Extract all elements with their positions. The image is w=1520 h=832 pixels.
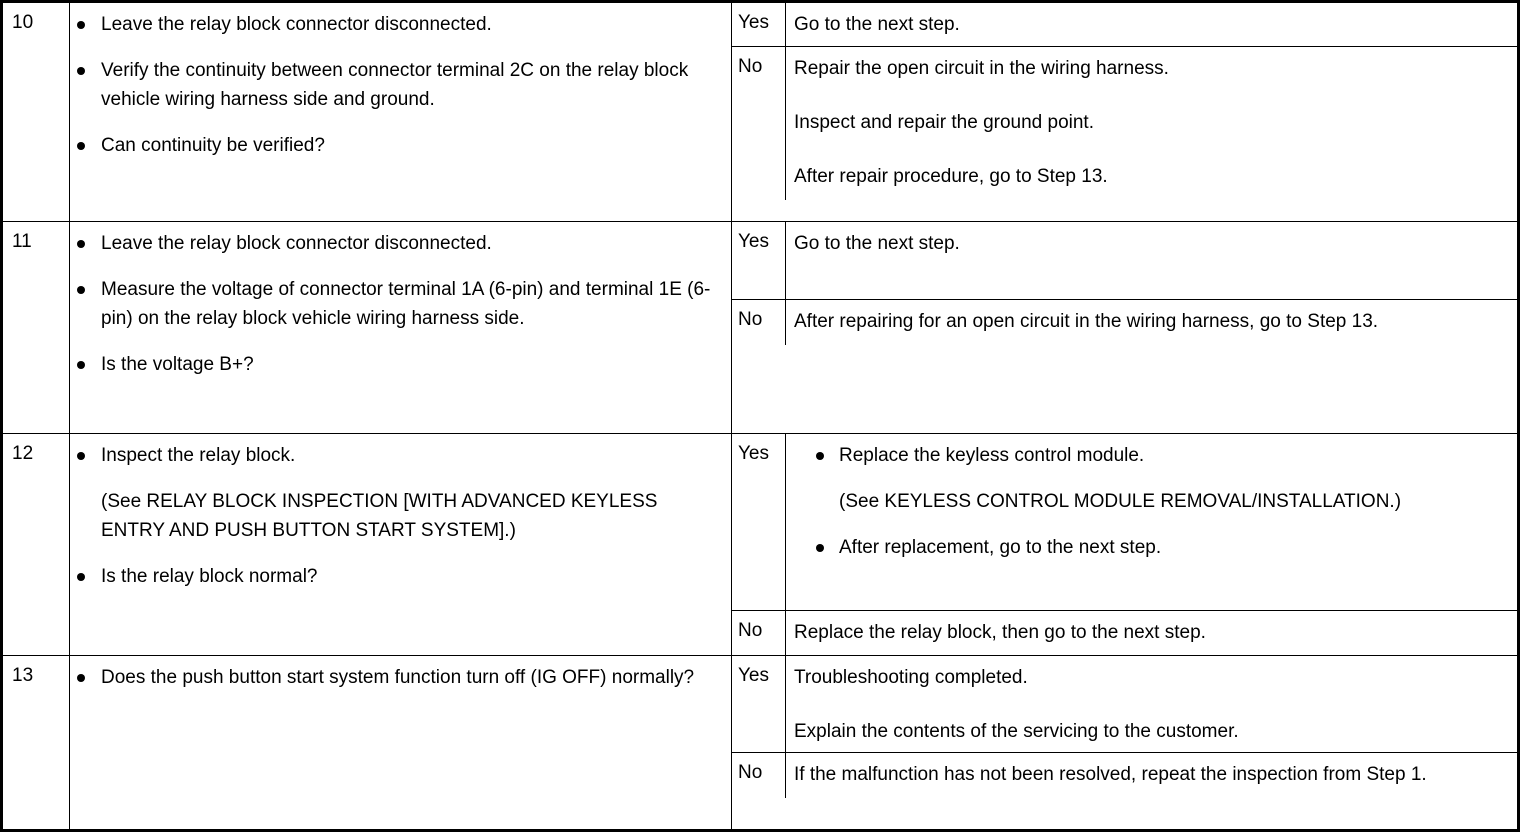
result-detail: If the malfunction has not been resolved…: [786, 753, 1517, 798]
list-item: Inspect the relay block.: [70, 442, 719, 471]
step-number: 12: [12, 443, 34, 464]
list-item: Measure the voltage of connector termina…: [70, 276, 719, 334]
answer-label-yes: Yes: [732, 3, 786, 46]
detail-text: Replace the relay block, then go to the …: [794, 622, 1206, 644]
table-row: 13 Does the push button start system fun…: [3, 656, 1517, 829]
result-row-no: No If the malfunction has not been resol…: [732, 753, 1517, 798]
detail-text: Go to the next step.: [794, 14, 960, 35]
inspection-action-cell: Leave the relay block connector disconne…: [70, 3, 732, 221]
detail-text: Troubleshooting completed.: [794, 667, 1028, 688]
table-row: 12 Inspect the relay block. (See RELAY B…: [3, 434, 1517, 656]
list-item: Can continuity be verified?: [70, 132, 719, 161]
answer-label-yes: Yes: [732, 222, 786, 299]
list-item: Verify the continuity between connector …: [70, 57, 719, 115]
answer-label-no: No: [732, 300, 786, 345]
action-list: Leave the relay block connector disconne…: [70, 11, 719, 161]
result-row-no: No Repair the open circuit in the wiring…: [732, 47, 1517, 200]
action-list: Leave the relay block connector disconne…: [70, 230, 719, 380]
step-number-cell: 10: [3, 3, 70, 221]
results-cell: Yes Troubleshooting completed. Explain t…: [732, 656, 1517, 829]
step-number-cell: 13: [3, 656, 70, 829]
list-item: Replace the keyless control module.: [794, 442, 1507, 471]
step-number-cell: 11: [3, 222, 70, 433]
result-row-yes: Yes Go to the next step.: [732, 3, 1517, 47]
results-cell: Yes Go to the next step. No Repair the o…: [732, 3, 1517, 221]
inspection-action-cell: Does the push button start system functi…: [70, 656, 732, 829]
list-item: Is the voltage B+?: [70, 351, 719, 380]
detail-text: After repair procedure, go to Step 13.: [794, 165, 1108, 187]
table-row: 11 Leave the relay block connector disco…: [3, 222, 1517, 434]
list-item: Does the push button start system functi…: [70, 664, 719, 693]
result-action-list: Replace the keyless control module. (See…: [794, 442, 1507, 563]
detail-text: If the malfunction has not been resolved…: [794, 764, 1427, 785]
list-item: Is the relay block normal?: [70, 563, 719, 592]
step-number: 13: [12, 665, 34, 686]
table-row: 10 Leave the relay block connector disco…: [3, 3, 1517, 222]
answer-label-yes: Yes: [732, 434, 786, 611]
result-detail: Replace the relay block, then go to the …: [786, 611, 1517, 655]
result-detail: Troubleshooting completed. Explain the c…: [786, 656, 1517, 752]
result-detail: After repairing for an open circuit in t…: [786, 300, 1517, 345]
list-item: Leave the relay block connector disconne…: [70, 230, 719, 259]
result-detail: Go to the next step.: [786, 222, 1517, 299]
result-detail: Replace the keyless control module. (See…: [786, 434, 1517, 610]
result-row-yes: Yes Go to the next step.: [732, 222, 1517, 300]
result-row-yes: Yes Replace the keyless control module. …: [732, 434, 1517, 612]
inspection-action-cell: Inspect the relay block. (See RELAY BLOC…: [70, 434, 732, 655]
detail-text: After repairing for an open circuit in t…: [794, 311, 1379, 332]
results-cell: Yes Replace the keyless control module. …: [732, 434, 1517, 655]
step-number: 11: [12, 231, 32, 252]
detail-text: Repair the open circuit in the wiring ha…: [794, 58, 1169, 79]
step-number: 10: [12, 12, 34, 33]
answer-label-no: No: [732, 611, 786, 655]
inspection-action-cell: Leave the relay block connector disconne…: [70, 222, 732, 433]
answer-label-yes: Yes: [732, 656, 786, 752]
action-list: Inspect the relay block. (See RELAY BLOC…: [70, 442, 719, 592]
answer-label-no: No: [732, 47, 786, 200]
result-detail: Repair the open circuit in the wiring ha…: [786, 47, 1517, 200]
result-detail: Go to the next step.: [786, 3, 1517, 46]
list-item-note: (See KEYLESS CONTROL MODULE REMOVAL/INST…: [839, 490, 1402, 512]
detail-text: Inspect and repair the ground point.: [794, 111, 1094, 133]
list-item-note: (See RELAY BLOCK INSPECTION [WITH ADVANC…: [101, 490, 658, 541]
step-number-cell: 12: [3, 434, 70, 655]
answer-label-no: No: [732, 753, 786, 798]
result-row-no: No After repairing for an open circuit i…: [732, 300, 1517, 345]
result-row-yes: Yes Troubleshooting completed. Explain t…: [732, 656, 1517, 753]
action-list: Does the push button start system functi…: [70, 664, 719, 693]
results-cell: Yes Go to the next step. No After repair…: [732, 222, 1517, 433]
list-item: Leave the relay block connector disconne…: [70, 11, 719, 40]
detail-text: Explain the contents of the servicing to…: [794, 720, 1239, 742]
result-row-no: No Replace the relay block, then go to t…: [732, 611, 1517, 655]
list-item: After replacement, go to the next step.: [794, 534, 1507, 563]
detail-text: Go to the next step.: [794, 233, 960, 254]
